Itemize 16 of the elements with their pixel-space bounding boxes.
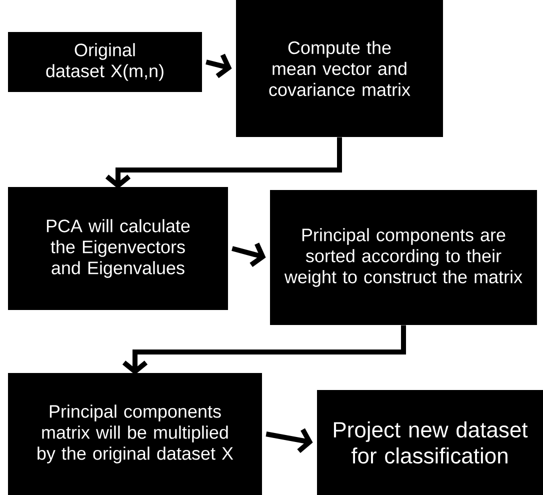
process-box — [8, 187, 228, 310]
step-text: PCA will calculate the Eigenvectors and Eigenvalues — [46, 219, 190, 278]
step-text: Principal components matrix will be multiplied by the original dataset X — [38, 404, 234, 464]
step-text: Principal components are sorted according to their weight to construct the matrix — [284, 228, 522, 287]
process-box — [270, 190, 537, 325]
arrow — [266, 428, 313, 454]
arrow — [232, 242, 266, 267]
process-box — [8, 373, 262, 495]
process-box — [236, 0, 443, 137]
arrow — [122, 325, 406, 375]
step-text: Project new dataset for classification — [334, 421, 528, 464]
step-text: Original dataset X(m,n) — [46, 43, 164, 81]
step-text: Compute the mean vector and covariance matrix — [269, 40, 410, 96]
arrow — [105, 137, 342, 189]
process-box — [317, 390, 543, 495]
process-box — [8, 32, 202, 92]
